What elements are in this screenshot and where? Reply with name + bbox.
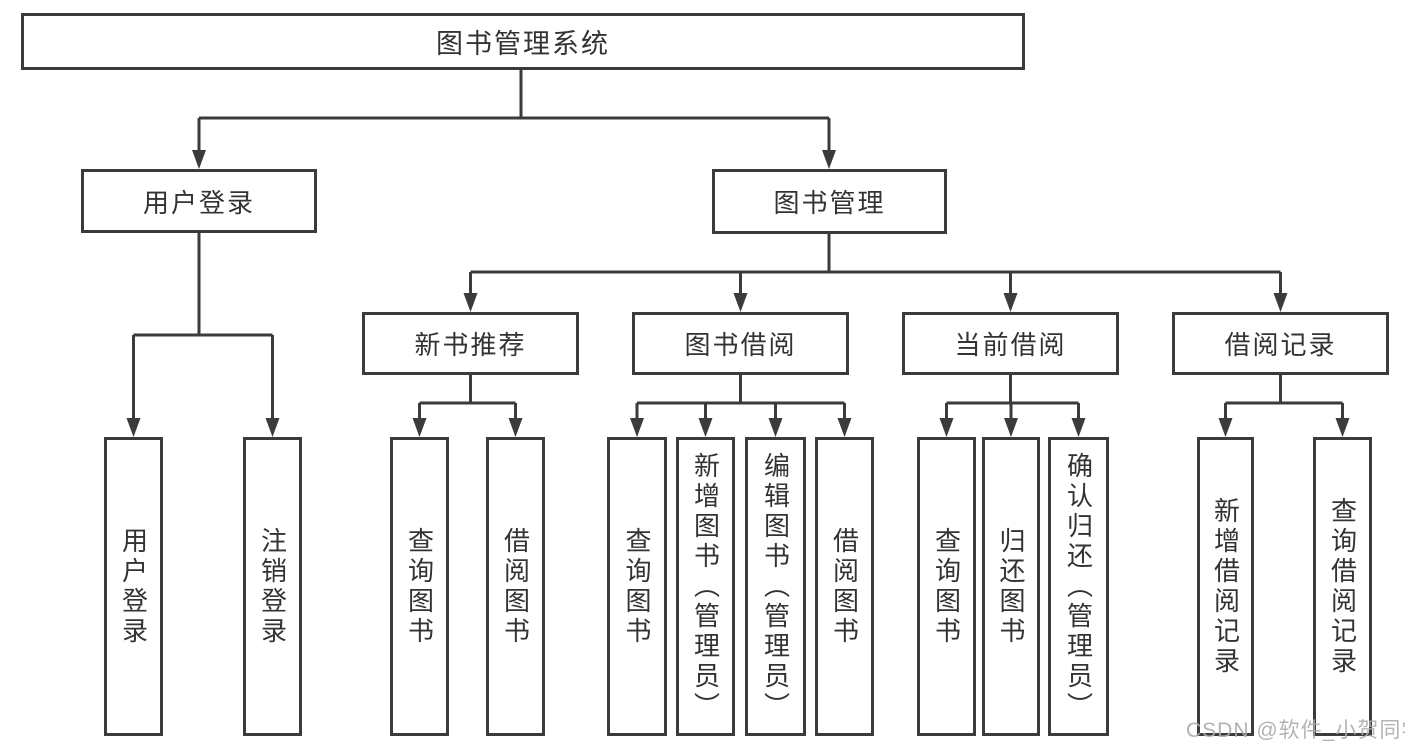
leaf-borrow-books-recommend: 借阅图书 [486,437,545,736]
leaf-edit-book-admin: 编辑图书（管理员） [745,437,806,736]
leaf-query-books-recommend: 查询图书 [390,437,449,736]
leaf-borrow-books-borrowing: 借阅图书 [815,437,874,736]
leaf-query-books-borrowing: 查询图书 [607,437,667,736]
leaf-label: 借阅图书 [829,526,860,647]
csdn-watermark: CSDN @软件_小贺同学 [1186,719,1405,742]
leaf-label: 归还图书 [996,526,1026,647]
leaf-return-book: 归还图书 [982,437,1040,736]
leaf-confirm-return-admin: 确认归还（管理员） [1048,437,1109,736]
leaf-label: 注销登录 [257,526,288,647]
node-label: 图书管理系统 [436,29,610,59]
node-current-borrowing: 当前借阅 [902,312,1119,375]
node-book-borrowing: 图书借阅 [632,312,849,375]
node-label: 图书管理 [773,188,886,218]
leaf-label: 查询借阅记录 [1327,496,1358,677]
leaf-label: 查询图书 [622,526,652,647]
node-label: 新书推荐 [414,330,527,360]
leaf-logout-login: 注销登录 [243,437,302,736]
node-new-book-recommendation: 新书推荐 [362,312,579,375]
leaf-user-login: 用户登录 [104,437,163,736]
leaf-query-borrow-record: 查询借阅记录 [1313,437,1372,736]
leaf-add-borrow-record: 新增借阅记录 [1197,437,1254,736]
leaf-label: 确认归还（管理员） [1063,451,1094,722]
node-label: 图书借阅 [684,330,797,360]
leaf-label: 查询图书 [404,526,435,647]
leaf-label: 新增图书（管理员） [690,451,721,722]
node-user-login: 用户登录 [81,169,317,233]
node-label: 用户登录 [142,187,255,218]
leaf-label: 新增借阅记录 [1210,496,1241,677]
node-book-management: 图书管理 [712,169,947,234]
leaf-label: 用户登录 [118,526,149,647]
leaf-label: 查询图书 [931,526,962,647]
node-library-management-system: 图书管理系统 [21,13,1025,70]
node-label: 当前借阅 [954,330,1067,360]
leaf-label: 借阅图书 [500,526,531,647]
leaf-add-book-admin: 新增图书（管理员） [676,437,735,736]
node-label: 借阅记录 [1224,330,1337,360]
node-borrowing-records: 借阅记录 [1172,312,1389,375]
leaf-label: 编辑图书（管理员） [760,451,791,722]
leaf-query-books-current: 查询图书 [917,437,976,736]
